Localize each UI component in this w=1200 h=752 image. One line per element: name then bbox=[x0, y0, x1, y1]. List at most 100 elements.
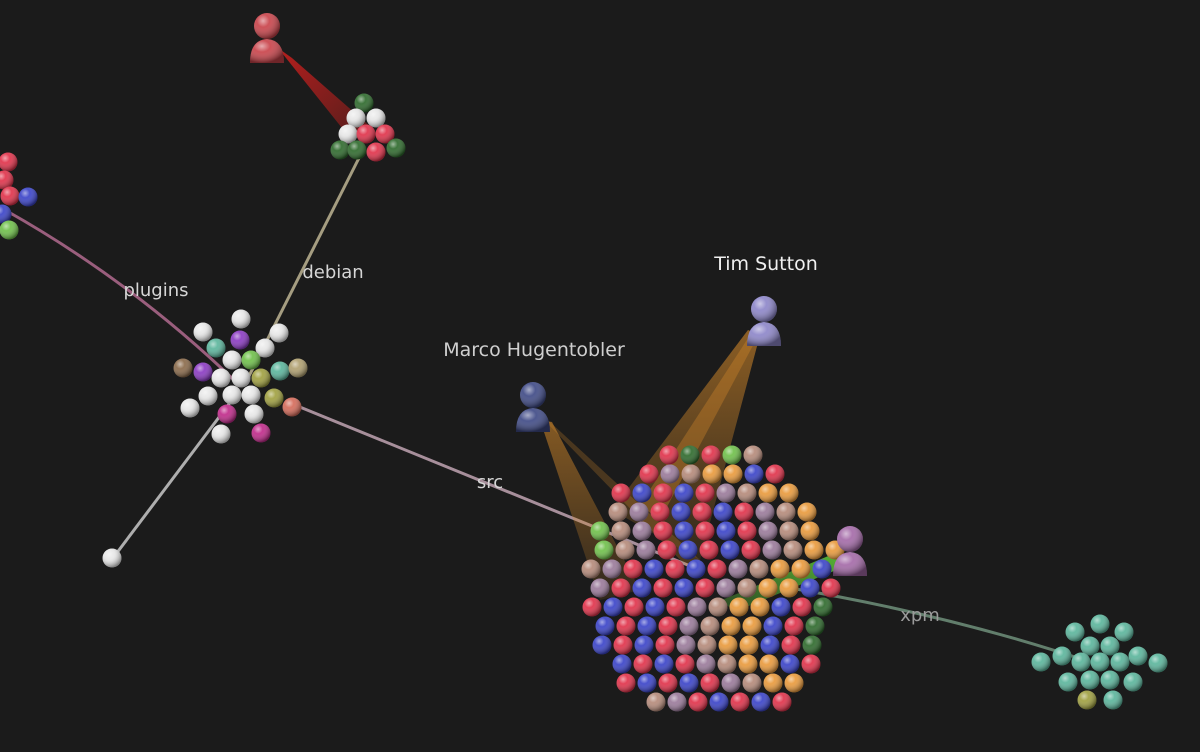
file-node bbox=[697, 635, 717, 655]
file-node bbox=[645, 597, 665, 617]
user-avatars bbox=[250, 13, 867, 576]
file-node bbox=[660, 464, 680, 484]
file-node bbox=[602, 559, 622, 579]
file-node bbox=[653, 483, 673, 503]
file-node bbox=[737, 521, 757, 541]
file-node bbox=[1114, 622, 1134, 642]
directory-edges bbox=[4, 151, 1091, 664]
edge-leaf bbox=[111, 391, 240, 559]
file-node bbox=[230, 330, 250, 350]
file-node bbox=[680, 445, 700, 465]
file-node bbox=[723, 464, 743, 484]
file-node bbox=[675, 654, 695, 674]
file-node bbox=[608, 502, 628, 522]
file-node bbox=[366, 142, 386, 162]
file-node bbox=[654, 654, 674, 674]
user-avatar-marco-hugentobler bbox=[516, 382, 550, 432]
file-node bbox=[742, 673, 762, 693]
cluster-leaf bbox=[102, 548, 122, 568]
file-node bbox=[251, 368, 271, 388]
file-node bbox=[102, 548, 122, 568]
file-node bbox=[744, 464, 764, 484]
file-node bbox=[821, 578, 841, 598]
file-node bbox=[800, 521, 820, 541]
file-node bbox=[1128, 646, 1148, 666]
file-node bbox=[772, 692, 792, 712]
labels: plugins debian src xpm Tim Sutton Marco … bbox=[123, 253, 939, 626]
file-node bbox=[269, 323, 289, 343]
file-node bbox=[1031, 652, 1051, 672]
file-node bbox=[282, 397, 302, 417]
file-node bbox=[765, 464, 785, 484]
file-node bbox=[616, 673, 636, 693]
file-node bbox=[800, 578, 820, 598]
file-node bbox=[792, 597, 812, 617]
file-node bbox=[734, 502, 754, 522]
file-node bbox=[1080, 636, 1100, 656]
file-node bbox=[802, 635, 822, 655]
file-node bbox=[634, 635, 654, 655]
file-node bbox=[0, 170, 14, 190]
file-node bbox=[701, 445, 721, 465]
file-node bbox=[611, 483, 631, 503]
file-node bbox=[231, 368, 251, 388]
file-node bbox=[594, 540, 614, 560]
file-node bbox=[241, 385, 261, 405]
file-node bbox=[629, 502, 649, 522]
file-node bbox=[653, 578, 673, 598]
file-node bbox=[637, 673, 657, 693]
file-node bbox=[779, 578, 799, 598]
file-node bbox=[1052, 646, 1072, 666]
file-node bbox=[255, 338, 275, 358]
file-node bbox=[657, 540, 677, 560]
file-node bbox=[730, 692, 750, 712]
file-node bbox=[666, 597, 686, 617]
file-node bbox=[198, 386, 218, 406]
file-node bbox=[776, 502, 796, 522]
file-node bbox=[611, 521, 631, 541]
file-node bbox=[721, 673, 741, 693]
file-node bbox=[700, 616, 720, 636]
file-node bbox=[784, 673, 804, 693]
file-node bbox=[375, 124, 395, 144]
file-node bbox=[771, 597, 791, 617]
file-node bbox=[687, 597, 707, 617]
file-node bbox=[658, 616, 678, 636]
file-node bbox=[758, 521, 778, 541]
file-node bbox=[770, 559, 790, 579]
file-node bbox=[644, 559, 664, 579]
file-node bbox=[632, 483, 652, 503]
file-node bbox=[707, 559, 727, 579]
file-node bbox=[270, 361, 290, 381]
file-node bbox=[667, 692, 687, 712]
file-node bbox=[708, 597, 728, 617]
file-node bbox=[751, 692, 771, 712]
file-node bbox=[633, 654, 653, 674]
file-node bbox=[603, 597, 623, 617]
file-node bbox=[1090, 652, 1110, 672]
dir-label-plugins: plugins bbox=[123, 280, 188, 301]
file-node bbox=[354, 93, 374, 113]
file-node bbox=[632, 521, 652, 541]
beam-tim bbox=[612, 330, 760, 560]
file-node bbox=[695, 521, 715, 541]
cluster-src bbox=[581, 445, 845, 712]
file-node bbox=[743, 445, 763, 465]
file-node bbox=[206, 338, 226, 358]
user-label-tim-sutton: Tim Sutton bbox=[713, 253, 818, 275]
file-node bbox=[636, 540, 656, 560]
file-node bbox=[738, 654, 758, 674]
file-node bbox=[779, 521, 799, 541]
file-node bbox=[674, 521, 694, 541]
file-node bbox=[1123, 672, 1143, 692]
file-node bbox=[366, 108, 386, 128]
file-node bbox=[0, 152, 18, 172]
file-node bbox=[193, 322, 213, 342]
file-node bbox=[581, 559, 601, 579]
file-node bbox=[696, 654, 716, 674]
edge-xpm bbox=[789, 586, 1091, 664]
file-node bbox=[755, 502, 775, 522]
file-node bbox=[193, 362, 213, 382]
file-node bbox=[679, 673, 699, 693]
